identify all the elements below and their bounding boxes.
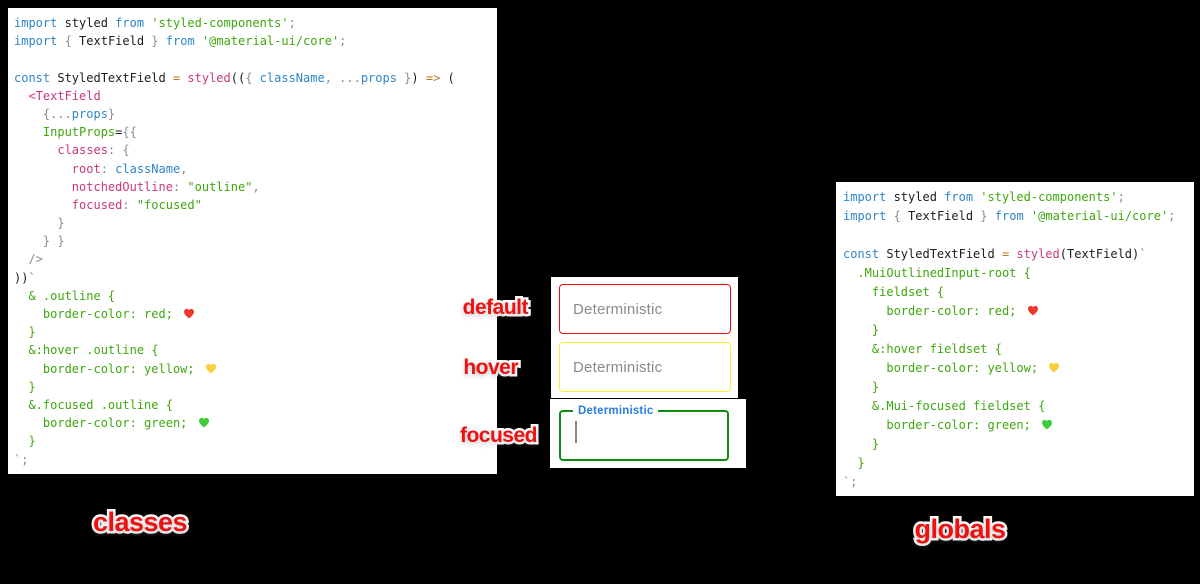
heart-icon [198,418,209,428]
caption-globals: globals [912,512,1009,547]
code-line: import styled from 'styled-components'; [14,16,296,30]
code-line: fieldset { [843,285,945,299]
code-line: /> [14,252,43,267]
code-line: border-color: red; [14,305,497,323]
code-line: `; [843,475,858,489]
code-line: &:hover .outline { [14,343,159,358]
code-line: } [14,325,36,340]
code-line: classes: { [14,143,130,158]
code-line: InputProps={{ [14,125,137,140]
state-label-default: default [460,294,531,322]
code-line: import styled from 'styled-components'; [843,190,1125,204]
heart-icon [205,363,216,373]
state-label-focused: focused [457,422,540,450]
heart-icon [184,308,195,319]
code-line: } [843,380,880,394]
heart-icon [1027,305,1038,316]
code-line: border-color: yellow; [14,360,497,378]
code-line: &.Mui-focused fieldset { [843,399,1046,413]
code-line: &:hover fieldset { [843,342,1002,356]
textfield-hover[interactable]: Deterministic [559,342,731,392]
text-cursor-caret [575,421,577,443]
code-panel-globals: import styled from 'styled-components'; i… [836,182,1194,496]
code-line [843,226,1194,245]
textfield-default-placeholder: Deterministic [573,300,663,318]
code-line [14,50,497,68]
code-line: } [14,434,36,449]
code-line: } [843,323,880,337]
state-label-hover: hover [461,354,521,382]
code-line: root: className, [14,161,188,176]
code-line: notchedOutline: "outline", [14,179,260,194]
caption-classes: classes [90,505,190,540]
code-line: border-color: yellow; [843,359,1194,378]
heart-icon [1042,419,1053,430]
code-line: } [843,437,880,451]
code-line: import { TextField } from '@material-ui/… [14,34,347,49]
code-line: } [14,216,65,231]
code-line: } } [14,234,65,249]
code-panel-classes: import styled from 'styled-components'; i… [8,8,497,474]
textfield-default[interactable]: Deterministic [559,284,731,334]
code-line: border-color: red; [843,302,1194,321]
code-line: border-color: green; [843,416,1194,435]
code-line: } [843,456,865,470]
code-line: `; [14,452,29,467]
heart-icon [1049,362,1060,373]
code-line: focused: "focused" [14,197,202,212]
code-line: &.focused .outline { [14,397,173,412]
code-line: const StyledTextField = styled(TextField… [843,247,1147,261]
code-line: & .outline { [14,288,116,303]
textfield-hover-placeholder: Deterministic [573,358,663,376]
code-line: } [14,379,36,394]
textfield-focused-label: Deterministic [573,404,659,418]
code-line: import { TextField } from '@material-ui/… [843,209,1176,223]
code-line: ))` [14,270,36,285]
code-line: {...props} [14,106,116,121]
textfield-focused[interactable]: Deterministic [559,404,729,461]
code-line: const StyledTextField = styled(({ classN… [14,70,455,85]
code-line: .MuiOutlinedInput-root { [843,266,1031,280]
code-line: <TextField [14,88,101,103]
code-line: border-color: green; [14,414,497,432]
